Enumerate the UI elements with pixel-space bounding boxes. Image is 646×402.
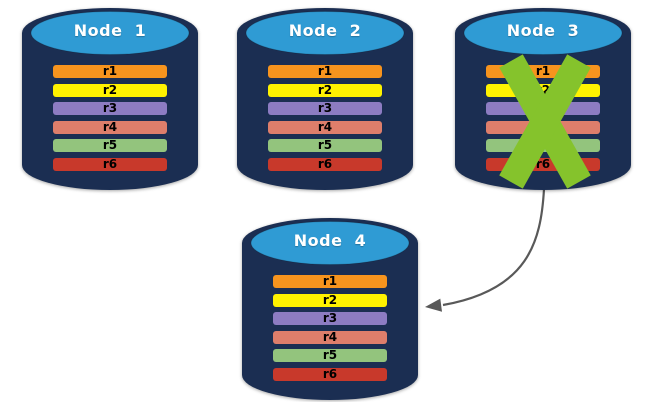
node-4: Node 4 r1 r2 r3 r4 r5 r6	[242, 217, 418, 402]
replica-label: r1	[102, 64, 118, 78]
replica-label: r2	[102, 82, 118, 97]
replica-label: r5	[317, 138, 333, 152]
replica-stack: r1 r2 r3 r4 r5 r6	[53, 65, 167, 176]
cylinder-top	[30, 11, 190, 55]
node-title: Node 2	[288, 21, 362, 40]
replica-bar: r6	[273, 366, 387, 381]
replica-label: r3	[102, 101, 118, 115]
node-title: Node 1	[73, 21, 147, 40]
node-2: Node 2 r1 r2 r3 r4 r5 r6	[237, 7, 413, 193]
replica-label: r6	[535, 156, 551, 171]
replica-bar: r5	[486, 139, 600, 152]
replica-label: r2	[322, 292, 338, 307]
node-title: Node 4	[293, 231, 367, 250]
replica-bar: r3	[486, 102, 600, 115]
replica-label: r6	[102, 156, 118, 171]
replica-label: r1	[535, 64, 551, 78]
replica-bar: r5	[53, 139, 167, 152]
replica-label: r2	[317, 82, 333, 97]
replica-label: r2	[535, 82, 551, 97]
replica-label: r5	[102, 138, 118, 152]
replica-bar: r1	[486, 65, 600, 78]
replica-label: r3	[322, 311, 338, 325]
node-title: Node 3	[506, 21, 580, 40]
replica-label: r3	[535, 101, 551, 115]
replica-stack: r1 r2 r3 r4 r5 r6	[268, 65, 382, 176]
replica-label: r6	[317, 156, 333, 171]
replica-bar: r2	[486, 82, 600, 97]
replica-bar: r5	[273, 349, 387, 362]
replica-label: r3	[317, 101, 333, 115]
node-3: Node 3 r1 r2 r3 r4 r5 r6	[455, 7, 631, 193]
node-1: Node 1 r1 r2 r3 r4 r5 r6	[22, 7, 198, 193]
replica-label: r6	[322, 366, 338, 381]
replica-bar: r2	[268, 82, 382, 97]
replica-label: r5	[322, 348, 338, 362]
replica-bar: r2	[273, 292, 387, 307]
replica-bar: r6	[53, 156, 167, 171]
replica-label: r5	[535, 138, 551, 152]
replica-bar: r1	[268, 65, 382, 78]
replica-label: r4	[102, 119, 118, 134]
replica-label: r1	[322, 274, 338, 288]
cylinder-top	[250, 221, 410, 265]
replica-bar: r1	[53, 65, 167, 78]
replica-bar: r5	[268, 139, 382, 152]
replica-stack: r1 r2 r3 r4 r5 r6	[486, 65, 600, 176]
arrow-curve	[442, 188, 546, 307]
replica-bar: r4	[486, 119, 600, 134]
replica-label: r1	[317, 64, 333, 78]
replica-label: r4	[535, 119, 551, 134]
replica-bar: r4	[273, 329, 387, 344]
replica-bar: r3	[268, 102, 382, 115]
replica-bar: r4	[53, 119, 167, 134]
replica-label: r4	[317, 119, 333, 134]
replica-bar: r6	[486, 156, 600, 171]
arrowhead-icon	[425, 298, 442, 312]
replica-stack: r1 r2 r3 r4 r5 r6	[273, 275, 387, 386]
replica-bar: r4	[268, 119, 382, 134]
replica-bar: r3	[53, 102, 167, 115]
cylinder-top	[245, 11, 405, 55]
replica-bar: r3	[273, 312, 387, 325]
replica-bar: r2	[53, 82, 167, 97]
replica-bar: r6	[268, 156, 382, 171]
replica-bar: r1	[273, 275, 387, 288]
replica-label: r4	[322, 329, 338, 344]
